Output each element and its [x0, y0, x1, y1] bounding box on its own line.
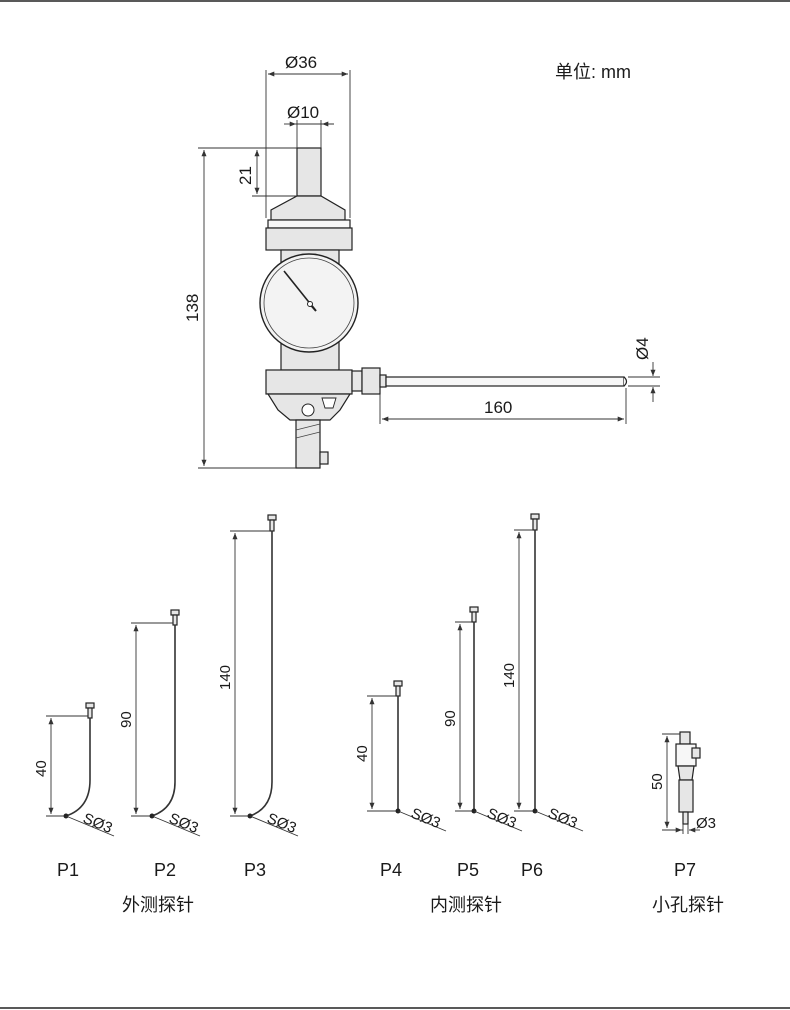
label-p5: P5 — [457, 860, 479, 880]
p1-ball: SØ3 — [81, 810, 115, 837]
probe-p2: 90 SØ3 — [118, 609, 201, 837]
rod-tip — [623, 376, 628, 387]
label-p7: P7 — [674, 860, 696, 880]
label-p4: P4 — [380, 860, 402, 880]
dim-total-height: 138 — [183, 294, 202, 322]
rod-connector-nut — [361, 367, 381, 395]
p7-ball: Ø3 — [696, 815, 716, 832]
gauge-collar — [267, 219, 351, 229]
dial-center — [307, 301, 313, 307]
gauge-cap — [270, 195, 346, 221]
p6-length: 140 — [501, 663, 518, 688]
dim-rod-diameter: Ø4 — [633, 337, 652, 360]
probe-p1: 40 SØ3 — [33, 702, 115, 837]
dial-inner — [263, 257, 355, 349]
probe-p3: 140 SØ3 — [217, 514, 299, 837]
p6-ball: SØ3 — [546, 805, 580, 832]
dim-stem-diameter: Ø10 — [287, 103, 319, 122]
group-internal: 内测探针 — [430, 895, 502, 916]
label-p6: P6 — [521, 860, 543, 880]
group-external: 外测探针 — [122, 895, 194, 916]
unit-label: 单位: mm — [555, 62, 631, 82]
p2-ball: SØ3 — [167, 810, 201, 837]
probe-p5: 90 SØ3 — [442, 606, 523, 832]
p1-length: 40 — [33, 760, 50, 777]
lever-pivot — [301, 403, 315, 417]
probe-p4: 40 SØ3 — [354, 680, 447, 832]
label-p2: P2 — [154, 860, 176, 880]
p2-length: 90 — [118, 711, 135, 728]
probe-p7: 50 Ø3 — [649, 731, 716, 834]
label-p3: P3 — [244, 860, 266, 880]
p4-length: 40 — [354, 745, 371, 762]
p5-ball: SØ3 — [485, 805, 519, 832]
locking-screw — [319, 451, 329, 465]
rod-neck — [379, 374, 387, 388]
main-dimensions: Ø36 Ø10 21 138 Ø4 160 — [183, 53, 660, 469]
p4-ball: SØ3 — [409, 805, 443, 832]
main-gauge — [259, 147, 628, 469]
gauge-lower-block — [265, 369, 353, 395]
p3-length: 140 — [217, 665, 234, 690]
p5-length: 90 — [442, 710, 459, 727]
dial-needle — [283, 270, 313, 307]
p7-length: 50 — [649, 773, 666, 790]
dim-rod-length: 160 — [484, 398, 512, 417]
dim-stem-length: 21 — [236, 166, 255, 185]
measuring-rod — [385, 376, 625, 387]
rod-connector — [351, 370, 363, 392]
gauge-shank — [295, 419, 321, 469]
dim-head-diameter: Ø36 — [285, 53, 317, 72]
probe-p6: 140 SØ3 — [501, 513, 584, 832]
lever-slot — [321, 397, 337, 409]
gauge-collar-band — [265, 227, 353, 251]
label-p1: P1 — [57, 860, 79, 880]
p3-ball: SØ3 — [265, 810, 299, 837]
group-small-hole: 小孔探针 — [652, 895, 724, 916]
gauge-stem — [296, 147, 322, 197]
